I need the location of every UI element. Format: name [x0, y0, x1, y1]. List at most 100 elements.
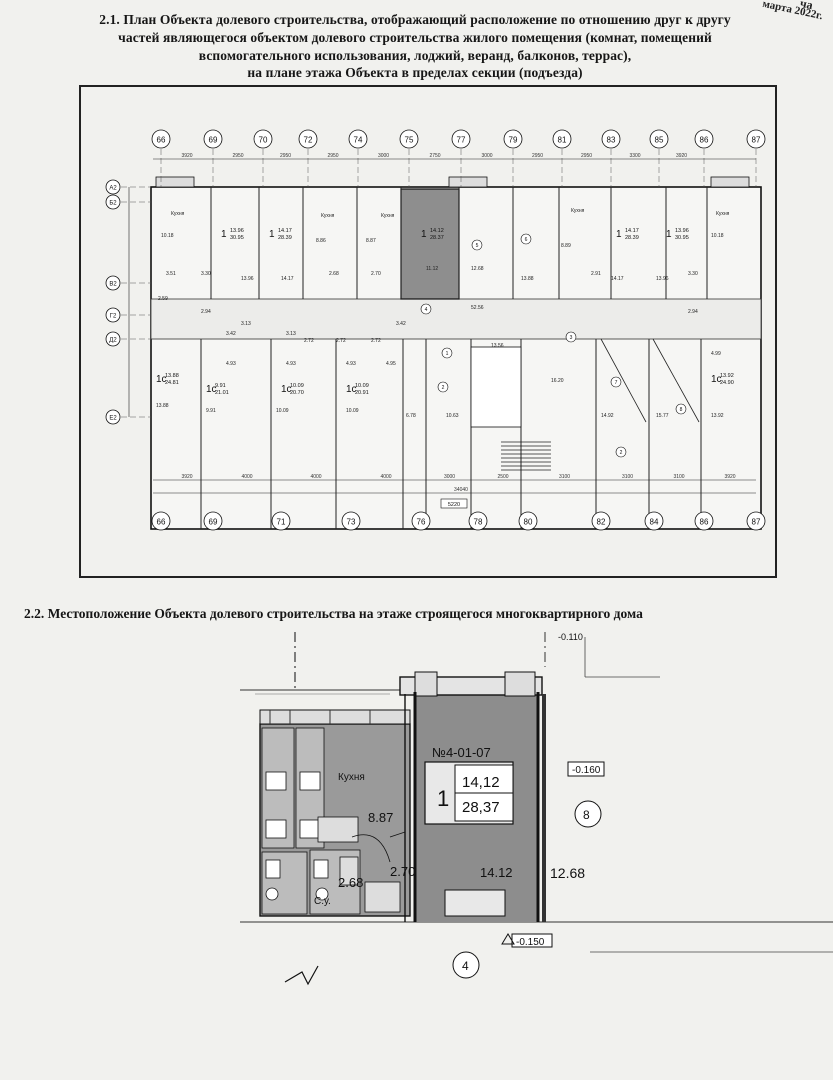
kitchen-label-1: Кухня — [321, 213, 335, 219]
room-area-5: 11.12 — [426, 266, 438, 272]
apartment-type-0: 1 — [221, 229, 227, 240]
room-area-40: 6.78 — [406, 413, 416, 419]
apartment-total-4: 30.95 — [675, 235, 689, 241]
kitchen-label-0: Кухня — [171, 211, 185, 217]
room-area-42: 14.92 — [601, 413, 614, 419]
axis-top-circle-9 — [601, 129, 621, 149]
room-area-16: 2.91 — [591, 271, 601, 277]
detail-level-2: -0.150 — [516, 937, 545, 948]
apartment-total-5: 24.81 — [165, 380, 179, 386]
dim-top-1: 2950 — [232, 153, 243, 159]
apartment-type-7: 1с — [281, 384, 292, 395]
mark-circle-8 — [615, 446, 627, 458]
detail-level-1: -0.160 — [572, 765, 601, 776]
room-area-1: 13.96 — [241, 276, 254, 282]
room-area-27: 3.13 — [241, 321, 251, 327]
dim-bottom-9: 3920 — [724, 474, 735, 480]
axis-left-circle-2 — [105, 275, 121, 291]
section-2-1-title-line-2: частей являющегося объектом долевого стр… — [118, 30, 712, 45]
axis-bottom-circle-3 — [341, 511, 361, 531]
detail-hall-area: 2.70 — [390, 864, 415, 879]
axis-bottom-circle-10 — [746, 511, 766, 531]
axis-top-label-6: 77 — [457, 136, 466, 145]
axis-top-circle-4 — [348, 129, 368, 149]
highlighted-apartment — [400, 188, 460, 300]
axis-left-circle-5 — [105, 409, 121, 425]
axis-bottom-circle-5 — [468, 511, 488, 531]
kitchen-label-4: Кухня — [716, 211, 730, 217]
room-area-41: 10.63 — [446, 413, 459, 419]
axis-top-circle-0 — [151, 129, 171, 149]
axis-top-label-5: 75 — [405, 136, 414, 145]
dim-top-6: 3000 — [481, 153, 492, 159]
detail-level-top: -0.110 — [558, 632, 583, 642]
dim-bottom-8: 3100 — [673, 474, 684, 480]
section-2-1-title-line-3: вспомогательного использования, лоджий, … — [198, 48, 632, 63]
mark-label-3: 5 — [476, 243, 479, 249]
dim-bottom-3: 4000 — [380, 474, 391, 480]
level-mark: 5220 — [448, 502, 460, 508]
axis-bottom-label-7: 82 — [597, 518, 606, 527]
axis-bottom-circle-4 — [411, 511, 431, 531]
corridor — [150, 298, 762, 340]
apartment-living-1: 14.17 — [278, 228, 292, 234]
kitchen-label-3: Кухня — [571, 208, 585, 214]
shaft-diag-2 — [652, 338, 700, 423]
axis-top-label-9: 83 — [607, 136, 616, 145]
detail-area-total: 28,37 — [462, 799, 500, 816]
axis-bottom-circle-8 — [644, 511, 664, 531]
room-area-26: 2.72 — [371, 338, 381, 344]
section-2-2-title: 2.2. Местоположение Объекта долевого стр… — [24, 606, 643, 621]
room-area-0: 10.18 — [161, 233, 174, 239]
dim-bottom-0: 3920 — [181, 474, 192, 480]
detail-area-living: 14,12 — [462, 774, 500, 791]
mark-label-0: 4 — [425, 307, 428, 313]
dim-overall: 34040 — [454, 487, 468, 493]
axis-bottom-label-8: 84 — [650, 518, 659, 527]
axis-top-label-0: 66 — [157, 136, 166, 145]
detail-plan: №4-01-07 1 14,12 28,37 Кухня 8.87 2.68 С… — [240, 632, 833, 986]
room-area-44: 13.92 — [711, 413, 724, 419]
room-area-14: 2.68 — [329, 271, 339, 277]
room-area-29: 4.99 — [711, 351, 721, 357]
apartment-living-2: 14.12 — [430, 228, 444, 234]
axis-bottom-circle-2 — [271, 511, 291, 531]
axis-bottom-circle-7 — [591, 511, 611, 531]
room-area-9: 14.17 — [611, 276, 624, 282]
dim-top-9: 3300 — [629, 153, 640, 159]
axis-bottom-circle-9 — [694, 511, 714, 531]
mark-circle-4 — [520, 233, 532, 245]
apartment-type-4: 1 — [666, 229, 672, 240]
axis-top-label-1: 69 — [209, 136, 218, 145]
axis-top-circle-11 — [694, 129, 714, 149]
mark-label-5: 7 — [615, 380, 618, 386]
room-area-15: 2.70 — [371, 271, 381, 277]
room-area-28: 3.42 — [396, 321, 406, 327]
apartment-type-1: 1 — [269, 229, 275, 240]
shaft-diag-1 — [600, 338, 647, 423]
axis-bottom-label-10: 87 — [752, 518, 761, 527]
axis-top-label-3: 72 — [304, 136, 313, 145]
apartment-total-3: 28.39 — [625, 235, 639, 241]
room-area-31: 4.93 — [286, 361, 296, 367]
dim-top-7: 2950 — [532, 153, 543, 159]
apartment-type-2: 1 — [421, 229, 427, 240]
room-area-8: 8.89 — [561, 243, 571, 249]
room-area-38: 10.09 — [276, 408, 289, 414]
room-area-36: 13.88 — [156, 403, 169, 409]
section-2-1-title-line-1: 2.1. План Объекта долевого строительства… — [99, 12, 731, 27]
dim-bottom-2: 4000 — [310, 474, 321, 480]
dim-bottom-4: 3000 — [444, 474, 455, 480]
detail-bath-area: 2.68 — [338, 875, 363, 890]
apartment-type-6: 1с — [206, 384, 217, 395]
axis-top-circle-7 — [503, 129, 523, 149]
detail-bath-label: С.у. — [314, 896, 331, 907]
kitchen-label-2: Кухня — [381, 213, 395, 219]
room-area-34: 13.56 — [491, 343, 504, 349]
axis-top-label-11: 86 — [700, 136, 709, 145]
room-area-4: 8.87 — [366, 238, 376, 244]
room-area-10: 13.96 — [656, 276, 669, 282]
axis-top-label-4: 74 — [354, 136, 363, 145]
room-area-11: 10.18 — [711, 233, 724, 239]
